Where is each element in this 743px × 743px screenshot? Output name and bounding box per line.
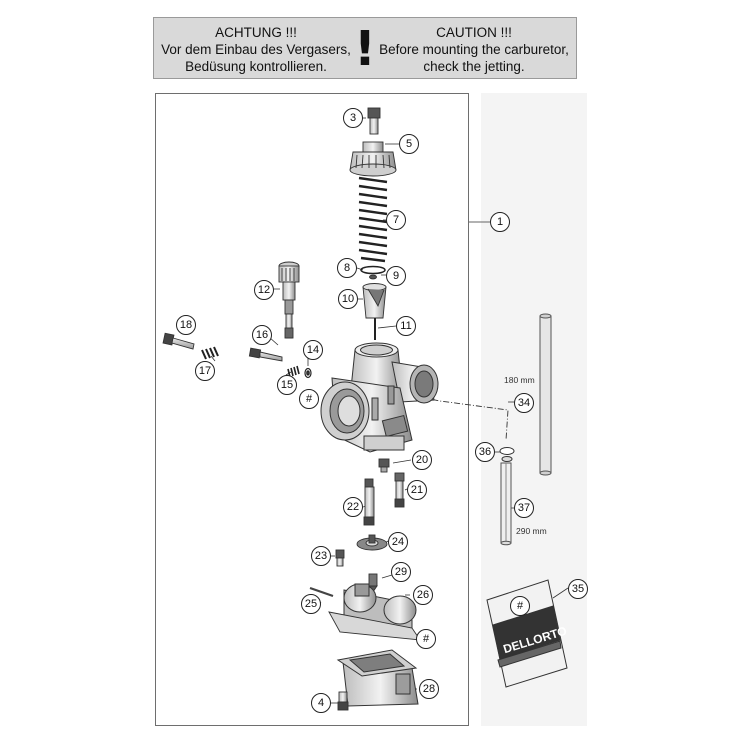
part-18-air-screw [162, 332, 195, 350]
callout-18: 18 [176, 315, 196, 335]
hose-37-length-label: 290 mm [516, 526, 547, 536]
part-35-jet-kit-packet [486, 579, 568, 688]
hose-34-length-label: 180 mm [504, 375, 535, 385]
part-14-o-ring [304, 367, 312, 379]
callout-hash-idle: # [299, 389, 319, 409]
part-17-air-screw-spring [201, 346, 219, 360]
callout-hash-packet: # [510, 596, 530, 616]
part-3-cap-screw [367, 107, 381, 135]
english-line-1: Before mounting the carburetor, [379, 42, 569, 57]
german-line-2: Bedüsung kontrollieren. [185, 59, 327, 74]
part-9-clip [369, 274, 377, 280]
part-22-needle-jet [363, 478, 375, 526]
callout-26: 26 [413, 585, 433, 605]
part-4-drain-screw [337, 691, 349, 711]
callout-10: 10 [338, 289, 358, 309]
part-28-float-bowl [336, 649, 419, 707]
callout-21: 21 [407, 480, 427, 500]
callout-5: 5 [399, 134, 419, 154]
callout-hash-gasket: # [416, 629, 436, 649]
part-21-jet [394, 472, 405, 508]
callout-4: 4 [311, 693, 331, 713]
callout-12: 12 [254, 280, 274, 300]
english-warning: CAUTION !!! Before mounting the carburet… [376, 24, 572, 75]
callout-22: 22 [343, 497, 363, 517]
part-37-overflow-hose [500, 462, 512, 546]
german-line-1: Vor dem Einbau des Vergasers, [161, 42, 351, 57]
part-20-idle-jet [378, 458, 390, 473]
callout-23: 23 [311, 546, 331, 566]
callout-35: 35 [568, 579, 588, 599]
part-12-choke-plunger [278, 261, 300, 339]
part-25-float-pin [309, 586, 334, 598]
part-8-retainer [360, 265, 386, 275]
callout-24: 24 [388, 532, 408, 552]
part-7-throttle-spring [358, 176, 388, 263]
callout-29: 29 [391, 562, 411, 582]
callout-1: 1 [490, 212, 510, 232]
part-1-carburetor-body [320, 342, 439, 453]
callout-9: 9 [386, 266, 406, 286]
part-34-vent-hose [539, 313, 552, 476]
callout-16: 16 [252, 325, 272, 345]
german-warning: ACHTUNG !!! Vor dem Einbau des Vergasers… [158, 24, 354, 75]
carburetor-assembly-frame [155, 93, 469, 726]
callout-15: 15 [277, 375, 297, 395]
callout-8: 8 [337, 258, 357, 278]
german-heading: ACHTUNG !!! [215, 25, 297, 40]
exclamation-icon: ! [354, 21, 376, 77]
callout-25: 25 [301, 594, 321, 614]
part-24-atomizer [356, 534, 388, 551]
callout-20: 20 [412, 450, 432, 470]
caution-banner: ACHTUNG !!! Vor dem Einbau des Vergasers… [153, 17, 577, 79]
hose-route-line [399, 392, 509, 441]
english-heading: CAUTION !!! [436, 25, 512, 40]
callout-17: 17 [195, 361, 215, 381]
callout-37: 37 [514, 498, 534, 518]
callout-36: 36 [475, 442, 495, 462]
callout-28: 28 [419, 679, 439, 699]
english-line-2: check the jetting. [423, 59, 525, 74]
part-36-hose-clip [499, 447, 515, 462]
part-16-idle-screw [248, 347, 283, 362]
part-15-idle-spring [287, 365, 300, 378]
part-5-slide-cap [349, 141, 397, 177]
callout-11: 11 [396, 316, 416, 336]
callout-14: 14 [303, 340, 323, 360]
callout-7: 7 [386, 210, 406, 230]
callout-3: 3 [343, 108, 363, 128]
part-23-main-jet [335, 549, 345, 567]
part-10-throttle-slide [362, 283, 387, 319]
callout-34: 34 [514, 393, 534, 413]
